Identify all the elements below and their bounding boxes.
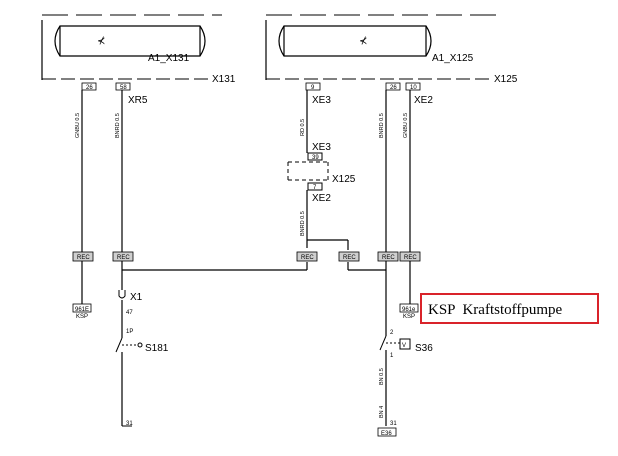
connector-xr5: XR5 [128, 95, 148, 106]
pin-26-right: 26 [390, 85, 397, 91]
mid-connector-x125 [287, 152, 329, 191]
splice-boxes [72, 303, 419, 437]
pin-1p: 1P [126, 329, 133, 335]
pin-1: 1 [390, 353, 394, 359]
connector-x125-label: X125 [494, 74, 518, 85]
ksp-label-left: KSP [76, 314, 88, 320]
wire-rd: RD 0.5 [300, 119, 306, 136]
switch-s181 [115, 337, 143, 353]
connector-xe3-top: XE3 [312, 95, 331, 106]
callout-box [420, 293, 599, 324]
rec-label: REC [77, 255, 90, 261]
device-a1-x131-label: A1_X131 [148, 53, 190, 64]
connector-x131-label: X131 [212, 74, 236, 85]
pin-7: 7 [313, 185, 317, 191]
transistor-icon: ⊀ [359, 36, 367, 47]
switch-s181-label: S181 [145, 343, 169, 354]
switch-s36-label: S36 [415, 343, 433, 354]
device-a1-x125 [265, 20, 432, 80]
connector-xe2-top: XE2 [414, 95, 433, 106]
splice-961e-left: 961E [75, 307, 89, 313]
wire-gnbu-right: GNBU 0.5 [403, 113, 409, 138]
rec-label: REC [343, 255, 356, 261]
wire-gnbu-left: GNBU 0.5 [75, 113, 81, 138]
ksp-label-right: KSP [403, 314, 415, 320]
ground-e36: E36 [381, 431, 392, 437]
pin-26-left: 26 [86, 85, 93, 91]
wire-bnrd-right: BNRD 0.5 [379, 113, 385, 138]
rec-boxes [72, 251, 421, 262]
pin-31-right: 31 [390, 421, 397, 427]
connector-x1: X1 [130, 292, 143, 303]
wire-bn4: BN 4 [379, 406, 385, 418]
pin-2: 2 [390, 330, 394, 336]
pin-boxes-top [81, 82, 421, 91]
splice-961e-right: 961e [402, 307, 416, 313]
rec-label: REC [404, 255, 417, 261]
rec-label: REC [301, 255, 314, 261]
rec-label: REC [382, 255, 395, 261]
connector-xe3-mid: XE3 [312, 142, 331, 153]
device-a1-x125-label: A1_X125 [432, 53, 474, 64]
pin-47: 47 [126, 310, 133, 316]
pin-58: 58 [120, 85, 127, 91]
callout-text: KSP Kraftstoffpumpe [428, 302, 563, 318]
wires [81, 90, 411, 426]
pin-10: 10 [410, 85, 417, 91]
transistor-icon: ⊀ [97, 36, 105, 47]
switch-s36-symbol: V [402, 343, 406, 349]
switch-s36 [379, 335, 411, 351]
rec-label: REC [117, 255, 130, 261]
pin-39: 39 [312, 155, 319, 161]
x1-connector [118, 290, 126, 299]
connector-xe2-mid: XE2 [312, 193, 331, 204]
connector-x125-mid: X125 [332, 174, 356, 185]
wire-bn-lower: BN 0.5 [379, 368, 385, 385]
pin-31-left: 31 [126, 421, 133, 427]
pin-9: 9 [311, 85, 315, 91]
wire-bnrd-mid: BNRD 0.5 [300, 211, 306, 236]
device-a1-x131 [41, 20, 206, 80]
wire-bnrd-left: BNRD 0.5 [115, 113, 121, 138]
